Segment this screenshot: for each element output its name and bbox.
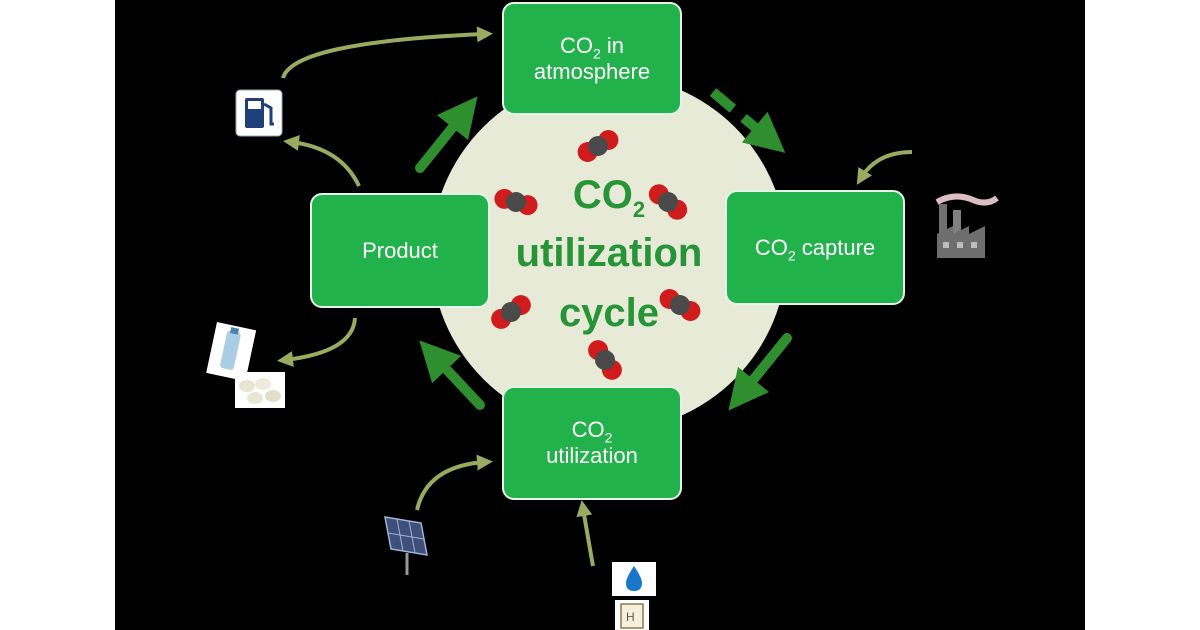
arrows-layer: H <box>206 26 999 630</box>
svg-text:H: H <box>626 610 635 624</box>
solar-panel-icon <box>384 516 428 575</box>
side-arrow-water-to-utilization <box>576 500 595 567</box>
co2-molecule-icon <box>648 184 688 220</box>
node-capture-co: CO <box>754 234 788 260</box>
cycle-arrow-capture-to-utilization <box>728 333 792 411</box>
node-product-label: Product <box>362 237 438 263</box>
node-atmosphere-line2: atmosphere <box>533 58 651 84</box>
node-utilization-subscript: 2 <box>604 429 613 446</box>
node-atmosphere-co: CO <box>559 32 593 58</box>
co2-molecule-icon <box>494 188 538 216</box>
node-utilization-line2: utilization <box>546 443 638 468</box>
node-capture-line1: CO2 capture <box>754 234 876 263</box>
cycle-arrow-utilization-to-product <box>419 340 485 410</box>
pills-icon <box>235 372 285 408</box>
cycle-arrow-atmosphere-to-capture <box>709 88 786 153</box>
cycle-title-line3: cycle <box>558 291 660 335</box>
co2-molecule-icon <box>577 130 619 162</box>
water-drop-icon <box>612 562 656 596</box>
cycle-title-subscript: 2 <box>632 197 646 222</box>
side-arrow-product-to-fuel <box>283 135 361 187</box>
diagram-canvas: H CO2 utilization cycle CO2 in atmospher… <box>115 0 1085 630</box>
cycle-title-line2: utilization <box>515 231 703 275</box>
fuel-pump-icon <box>235 89 283 137</box>
side-arrow-factory-to-capture <box>856 150 913 185</box>
node-atmosphere-suffix: in <box>600 32 625 58</box>
node-product: Product <box>310 193 490 308</box>
side-arrow-fuel-to-atmosphere <box>281 26 493 79</box>
node-atmosphere-subscript: 2 <box>592 44 601 61</box>
co2-molecule-icon <box>659 289 701 321</box>
node-co2-capture: CO2 capture <box>725 190 905 305</box>
cycle-title-co: CO <box>572 173 633 217</box>
node-utilization-co: CO <box>571 417 605 442</box>
factory-icon <box>935 193 999 258</box>
side-arrow-solar-to-utilization <box>415 454 493 511</box>
node-atmosphere-line1: CO2 in <box>559 32 625 61</box>
node-capture-suffix: capture <box>795 234 876 260</box>
hydrogen-element-icon: H <box>615 600 649 630</box>
co2-molecule-icon <box>491 295 531 329</box>
node-capture-subscript: 2 <box>787 246 796 263</box>
water-bottle-icon <box>206 322 257 382</box>
cycle-arrow-product-to-atmosphere <box>415 96 478 173</box>
side-arrow-product-to-bottle <box>277 317 357 368</box>
node-co2-in-atmosphere: CO2 in atmosphere <box>502 2 682 115</box>
cycle-title-line1: CO2 <box>489 172 729 221</box>
node-utilization-line1: CO2 <box>571 417 613 446</box>
co2-molecule-icon <box>588 340 622 380</box>
node-co2-utilization: CO2 utilization <box>502 386 682 500</box>
